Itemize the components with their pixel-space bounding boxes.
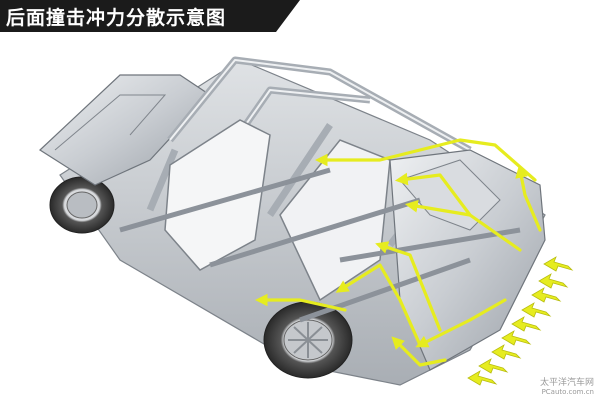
- impact-arrow: [511, 316, 542, 332]
- impact-arrow: [467, 370, 498, 386]
- impact-arrows: [467, 256, 574, 386]
- impact-arrow: [501, 330, 532, 346]
- title-banner: 后面撞击冲力分散示意图: [0, 0, 300, 32]
- page-title: 后面撞击冲力分散示意图: [6, 6, 227, 29]
- watermark-name: 太平洋汽车网: [539, 378, 594, 389]
- cross-members: [119, 167, 521, 323]
- impact-arrow: [521, 302, 552, 318]
- impact-arrow: [538, 273, 569, 289]
- impact-arrow: [491, 344, 522, 360]
- rear-wheel: [263, 301, 353, 379]
- impact-arrow: [531, 287, 562, 303]
- front-wheel: [49, 176, 115, 234]
- impact-arrow: [543, 256, 574, 272]
- impact-arrow: [478, 358, 509, 374]
- door-opening-front: [164, 119, 271, 271]
- force-path-arrows: [254, 138, 542, 367]
- watermark-url: PCauto.com.cn: [541, 387, 594, 396]
- watermark: 太平洋汽车网 PCauto.com.cn: [539, 378, 594, 396]
